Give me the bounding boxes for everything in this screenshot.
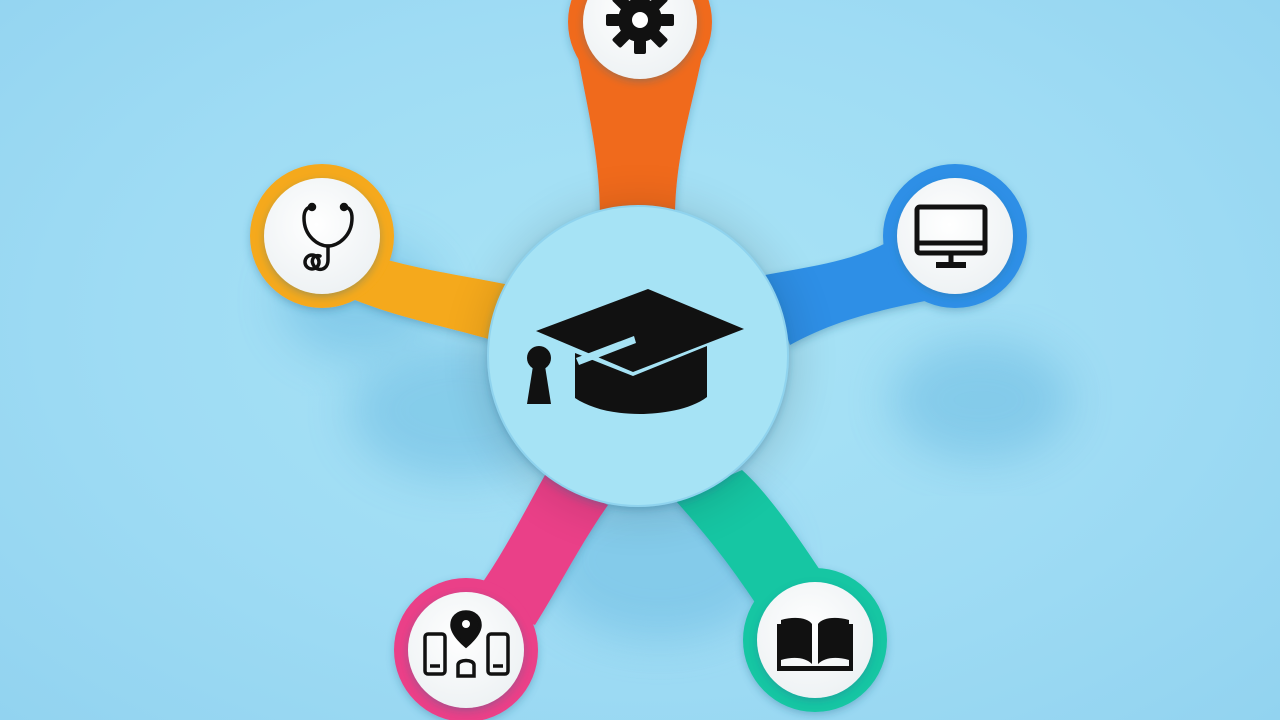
desktop-monitor-icon <box>914 204 988 268</box>
hub <box>482 202 798 518</box>
spoke-health-arm <box>355 255 510 340</box>
open-book-icon <box>777 617 853 671</box>
node-face-devices <box>408 592 524 708</box>
node-face-health <box>264 178 380 294</box>
node-face-settings <box>583 0 697 79</box>
devices-location-icon <box>423 610 510 678</box>
spoke-devices-arm <box>470 475 608 625</box>
node-face-computer <box>897 178 1013 294</box>
graduation-cap-keyhole-icon <box>527 289 744 414</box>
stethoscope-icon <box>302 202 354 272</box>
node-face-reading <box>757 582 873 698</box>
gear-icon <box>606 0 674 54</box>
